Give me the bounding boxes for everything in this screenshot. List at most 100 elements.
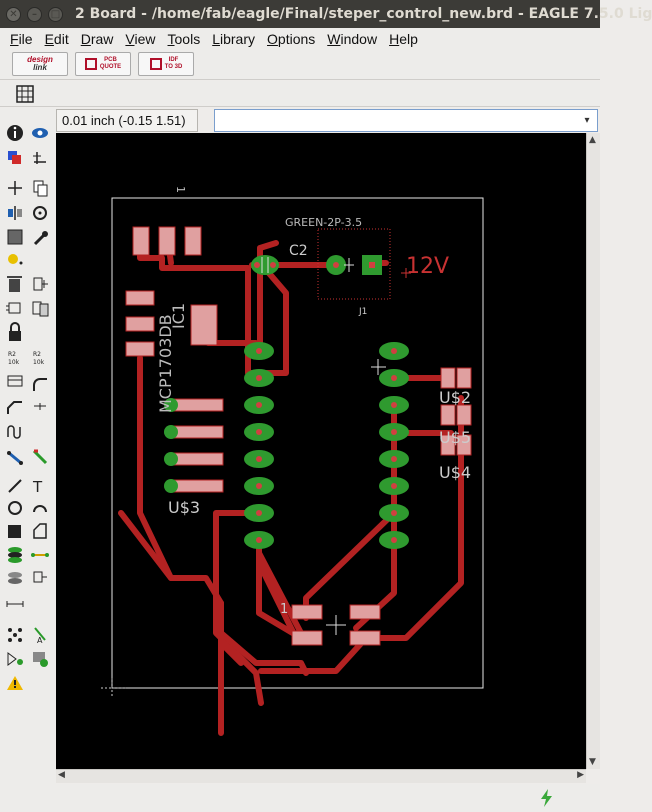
u2-label: U$2	[439, 388, 471, 407]
menu-window[interactable]: Window	[327, 31, 378, 47]
board-drawing: 1	[101, 186, 484, 736]
close-icon: ✕	[9, 8, 18, 20]
close-window-button[interactable]: ✕	[6, 6, 21, 22]
display-layers-icon[interactable]	[8, 151, 21, 164]
menu-edit[interactable]: Edit	[44, 31, 69, 47]
autorouter-icon[interactable]	[32, 449, 48, 465]
split-icon[interactable]	[7, 375, 23, 387]
value-icon[interactable]: R2	[33, 351, 41, 358]
info-icon[interactable]	[7, 125, 23, 141]
via-icon[interactable]	[8, 547, 22, 563]
command-history-dropdown[interactable]: ▾	[584, 115, 590, 126]
scroll-right-icon[interactable]: ▶	[577, 770, 584, 780]
svg-text:10k: 10k	[8, 359, 20, 366]
j1-outline	[317, 228, 391, 300]
ripup-icon[interactable]	[7, 425, 21, 439]
route-icon[interactable]	[7, 451, 23, 465]
dip-right-pads	[379, 342, 409, 549]
board-canvas[interactable]: 1	[56, 133, 586, 769]
delete-icon[interactable]	[7, 276, 22, 292]
auto-icon[interactable]: A	[34, 627, 46, 645]
mark-icon[interactable]	[33, 152, 46, 164]
menu-tools[interactable]: Tools	[167, 31, 201, 47]
arc-icon[interactable]	[33, 505, 47, 513]
grid-toolbar	[0, 81, 600, 107]
j1-pads	[326, 255, 382, 275]
menu-view[interactable]: View	[125, 31, 156, 47]
menu-help[interactable]: Help	[389, 31, 418, 47]
group-icon[interactable]	[7, 229, 23, 245]
erc-icon[interactable]	[7, 652, 23, 666]
scroll-left-icon[interactable]: ◀	[58, 770, 65, 780]
pcb-icon	[84, 58, 97, 70]
change-wrench-icon[interactable]	[33, 231, 48, 246]
pin1-label: 1	[280, 602, 288, 617]
hole-icon[interactable]	[8, 572, 22, 584]
lock-icon[interactable]	[9, 322, 21, 341]
title-bar: ✕ – □ 2 Board - /home/fab/eagle/Final/st…	[0, 0, 652, 28]
menu-draw[interactable]: Draw	[80, 31, 114, 47]
idf-icon	[149, 58, 162, 70]
status-bar	[0, 784, 600, 812]
text-icon[interactable]: T	[32, 478, 43, 496]
scroll-down-icon[interactable]: ▼	[589, 757, 596, 767]
mirror-icon[interactable]	[8, 206, 22, 220]
circle-icon[interactable]	[8, 501, 22, 515]
rotate-icon[interactable]	[33, 206, 47, 220]
menu-library[interactable]: Library	[212, 31, 256, 47]
u3-header-pads	[170, 398, 224, 493]
vertical-scrollbar[interactable]: ▲ ▼	[586, 133, 600, 769]
pinswap-icon[interactable]	[6, 302, 21, 314]
lightning-icon	[541, 789, 552, 807]
menu-options[interactable]: Options	[267, 31, 316, 47]
u3-header-pins	[164, 398, 178, 493]
svg-text:A: A	[37, 636, 43, 645]
minimize-window-button[interactable]: –	[27, 6, 42, 22]
c2-label: C2	[289, 243, 308, 259]
minimize-icon: –	[32, 8, 37, 20]
menu-file[interactable]: File	[10, 31, 33, 47]
grid-icon[interactable]	[16, 85, 34, 103]
miter-icon[interactable]	[33, 378, 47, 391]
ratsnest-icon[interactable]	[8, 628, 22, 642]
attribute-icon[interactable]	[33, 571, 47, 583]
rect-icon[interactable]	[8, 525, 21, 538]
errors-warning-icon[interactable]	[7, 676, 23, 690]
designlink-button[interactable]: design link	[12, 52, 68, 76]
move-icon[interactable]	[8, 181, 22, 195]
polygon-icon[interactable]	[33, 523, 47, 539]
j1-label: J1	[358, 307, 367, 317]
smash-icon[interactable]: R2	[8, 351, 16, 358]
connector-name-label: GREEN-2P-3.5	[285, 216, 362, 229]
maximize-window-button[interactable]: □	[48, 6, 63, 22]
drc-icon[interactable]	[33, 652, 48, 667]
meander-icon[interactable]	[34, 403, 46, 410]
command-row: 0.01 inch (-0.15 1.51) ▾	[56, 109, 600, 133]
menu-bar: File Edit Draw View Tools Library Option…	[0, 28, 600, 50]
horizontal-scrollbar[interactable]: ◀ ▶	[56, 769, 586, 783]
maximize-icon: □	[50, 8, 61, 20]
smd-pads-right	[440, 367, 472, 456]
c2-capacitor	[251, 255, 279, 275]
dip-left-pads	[244, 342, 274, 549]
command-input[interactable]	[214, 109, 598, 132]
optimize-icon[interactable]	[7, 401, 22, 414]
u5-label: U$5	[439, 428, 471, 447]
add-icon[interactable]	[33, 277, 48, 291]
paste-icon[interactable]	[8, 254, 23, 265]
copy-icon[interactable]	[33, 180, 48, 197]
wire-icon[interactable]	[8, 479, 22, 493]
tool-palette: R2 10k R2 10k T A	[0, 108, 56, 788]
u3-label: U$3	[168, 498, 200, 517]
replace-icon[interactable]	[32, 301, 49, 317]
window-title: 2 Board - /home/fab/eagle/Final/steper_c…	[75, 6, 652, 22]
signal-icon[interactable]	[31, 553, 49, 557]
dimension-icon[interactable]	[6, 601, 24, 607]
u4-label: U$4	[439, 463, 471, 482]
show-eye-icon[interactable]	[32, 128, 48, 138]
scroll-up-icon[interactable]: ▲	[589, 135, 596, 145]
corner-mark-label: 1	[174, 186, 187, 193]
